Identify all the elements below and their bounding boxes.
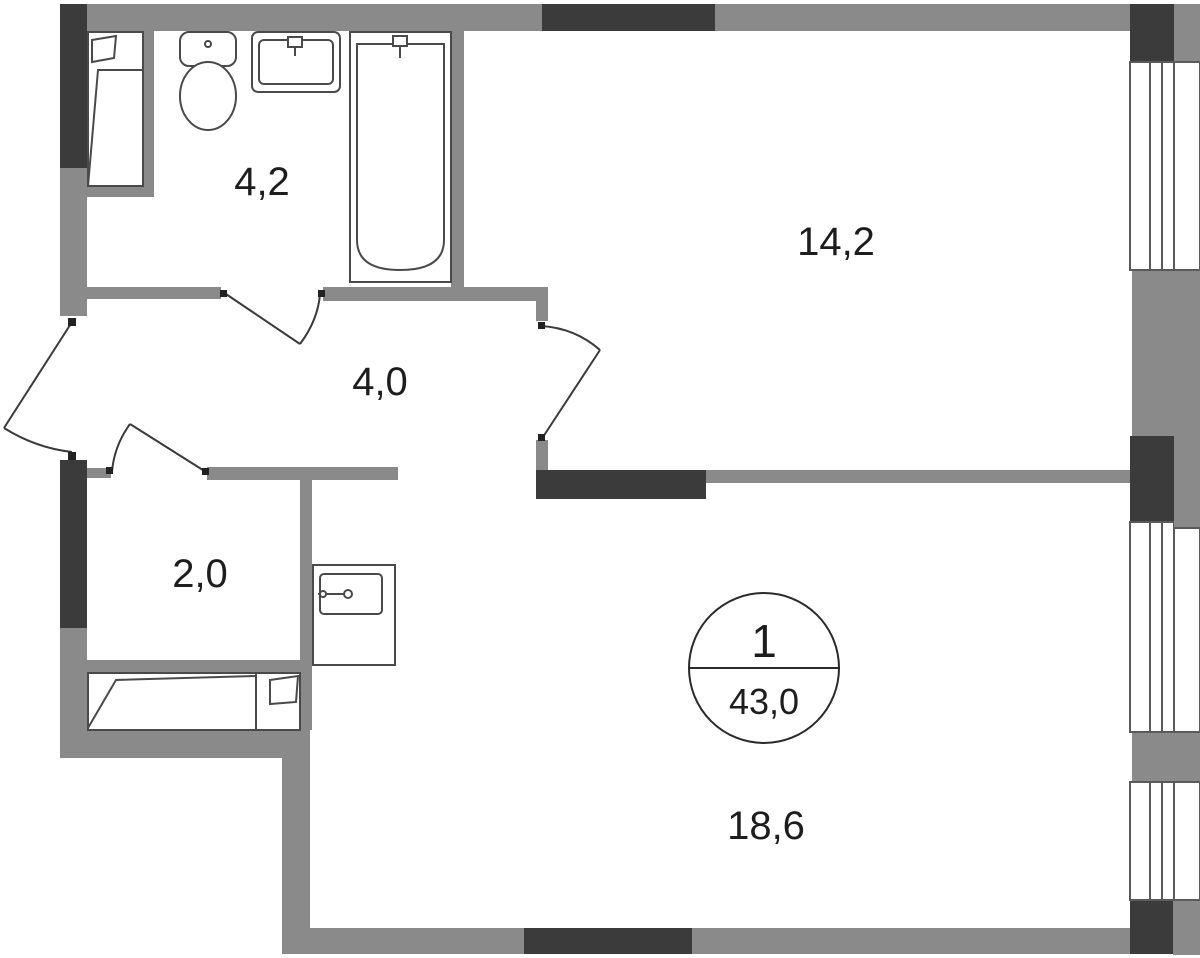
window-upper bbox=[1129, 61, 1175, 271]
wall-storage-stub bbox=[87, 468, 111, 478]
wall-dark-top bbox=[542, 4, 715, 31]
wardrobe-lower bbox=[87, 672, 301, 731]
hallway-area: 4,0 bbox=[352, 360, 408, 404]
apartment-badge: 1 43,0 bbox=[688, 592, 840, 744]
wall-living-kitchen bbox=[704, 470, 1134, 483]
wall-stub-upper bbox=[536, 287, 548, 321]
wall-right-edge-seg bbox=[1174, 732, 1200, 782]
wall-right-edge-bot bbox=[1174, 900, 1200, 954]
rooms-count: 1 bbox=[751, 615, 777, 667]
kitchen-living-area: 18,6 bbox=[727, 804, 805, 848]
wall-dark-left-upper bbox=[60, 4, 87, 168]
bathtub-icon bbox=[349, 31, 452, 283]
window-lower bbox=[1129, 521, 1175, 733]
bathroom-area: 4,2 bbox=[234, 160, 290, 204]
window-right-edge-2 bbox=[1173, 527, 1200, 733]
wall-dark-mid bbox=[536, 470, 706, 499]
wall-dark-left-lower bbox=[60, 460, 87, 628]
wall-storage-bottom bbox=[87, 660, 302, 672]
fixtures bbox=[87, 31, 452, 731]
wall-bath-hall-2 bbox=[323, 287, 546, 301]
apartment-badge-shape bbox=[688, 592, 840, 744]
wall-bath-living bbox=[451, 31, 464, 293]
wall-dark-bottom bbox=[524, 928, 692, 954]
wall-wardrobe-bottom bbox=[87, 187, 154, 197]
kitchen-sink-icon bbox=[312, 564, 396, 666]
window-right-edge-3 bbox=[1173, 781, 1200, 901]
wall-wardrobe-right bbox=[144, 31, 154, 197]
wall-bottom-left bbox=[60, 730, 310, 758]
door-bathroom bbox=[222, 291, 321, 345]
load-bearing-walls bbox=[60, 4, 1174, 954]
wall-dark-right-mid bbox=[1130, 436, 1174, 522]
window-bottom bbox=[1129, 781, 1175, 901]
doors bbox=[3, 291, 601, 473]
window-right-edge-1 bbox=[1173, 61, 1200, 271]
door-storage bbox=[111, 423, 207, 473]
wall-storage-right bbox=[300, 480, 312, 730]
wall-right-mid bbox=[1132, 270, 1174, 438]
wall-step bbox=[282, 730, 310, 954]
wall-dark-right-top bbox=[1130, 4, 1174, 62]
living-room-area: 14,2 bbox=[797, 220, 875, 264]
storage-area: 2,0 bbox=[172, 552, 228, 596]
wall-dark-right-bot bbox=[1130, 900, 1174, 954]
door-entrance bbox=[3, 321, 73, 453]
wall-bottom bbox=[282, 928, 1140, 954]
door-living bbox=[540, 325, 601, 441]
washbasin-icon bbox=[251, 31, 341, 93]
wall-bath-hall bbox=[87, 287, 221, 299]
total-area: 43,0 bbox=[728, 681, 800, 722]
door-jambs bbox=[68, 290, 545, 475]
toilet-icon bbox=[179, 31, 237, 131]
windows bbox=[1129, 61, 1175, 901]
wall-stub-lower bbox=[536, 440, 548, 472]
wall-storage-top bbox=[207, 467, 398, 480]
wall-right-edge-top bbox=[1174, 4, 1200, 62]
